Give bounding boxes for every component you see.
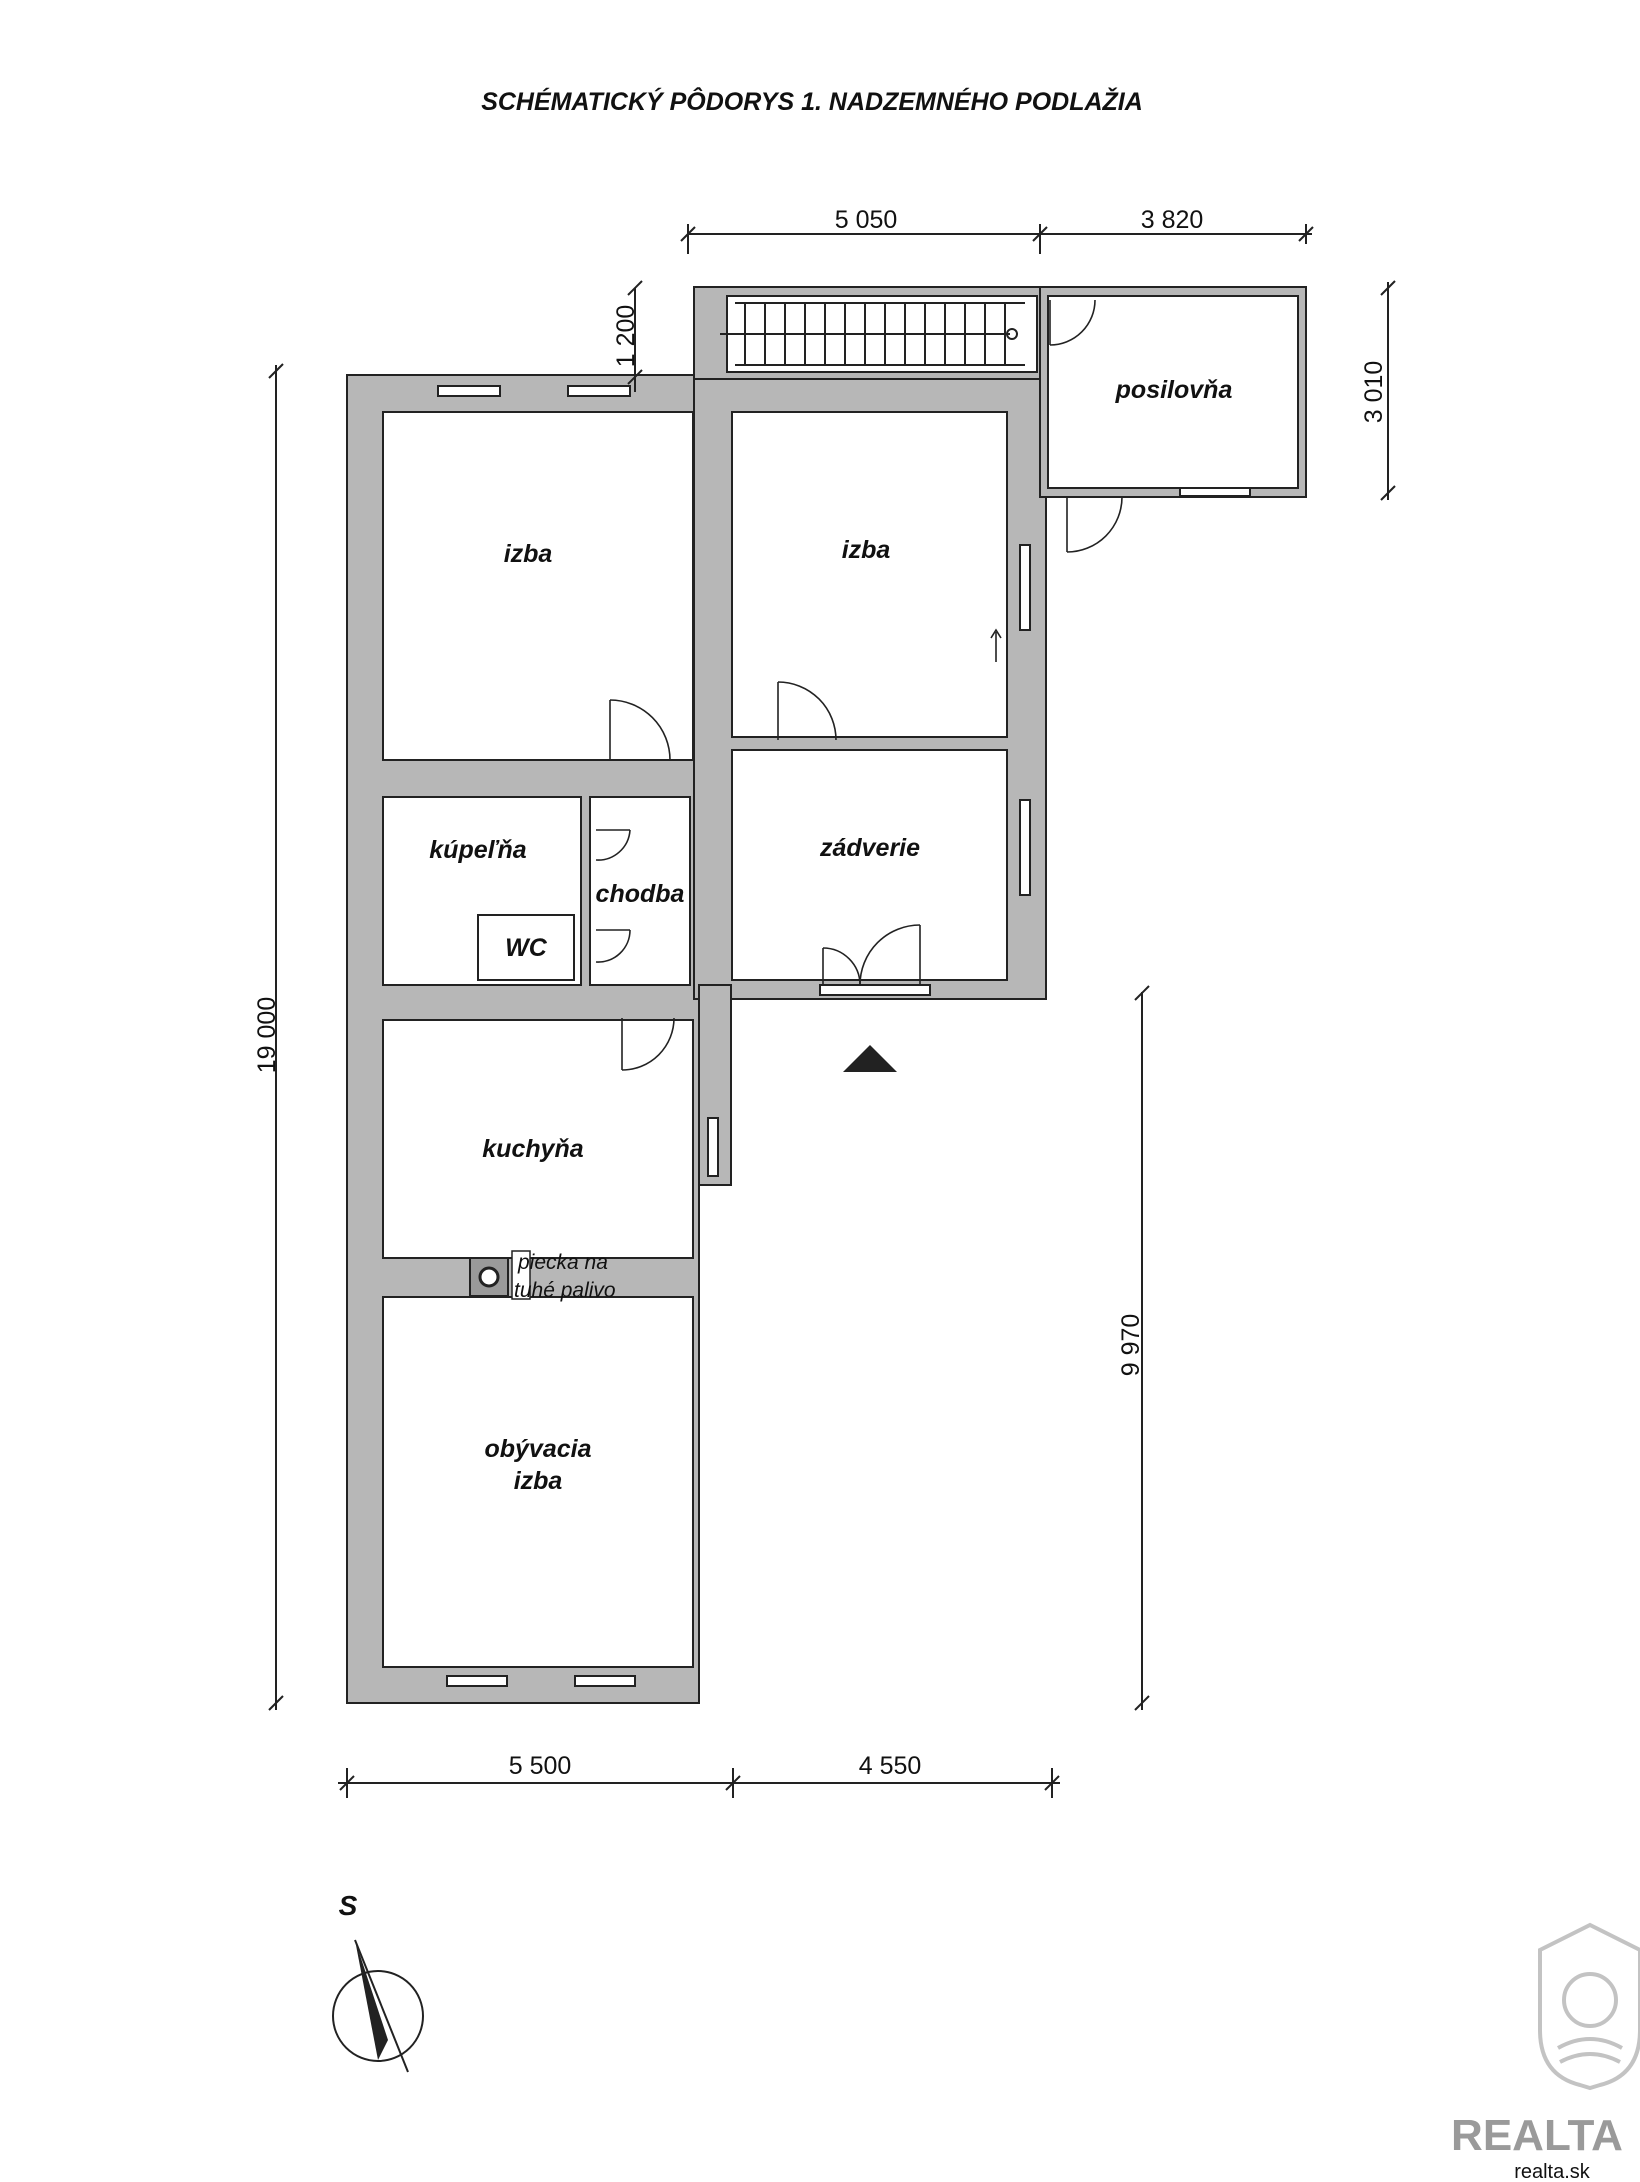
label-zadverie: zádverie [819, 834, 920, 862]
brand-url: realta.sk [1514, 2161, 1591, 2182]
staircase [720, 302, 1025, 366]
dim-bottom-2: 4 550 [859, 1752, 922, 1780]
room-izba-left [382, 411, 694, 761]
room-chodba [589, 796, 691, 986]
dimension-lines [268, 224, 1396, 1798]
dim-top-1: 5 050 [835, 206, 898, 234]
label-izba-left: izba [504, 540, 553, 568]
note-stove-line2: tuhé palivo [514, 1279, 616, 1302]
compass-needle-icon [355, 1940, 388, 2060]
compass-letter: S [339, 1890, 358, 1921]
label-wc: WC [505, 934, 548, 962]
room-labels: izba izba posilovňa kúpeľňa chodba WC zá… [429, 376, 1232, 1495]
dimension-labels: 5 050 3 820 1 200 3 010 19 000 9 970 5 5… [253, 206, 1388, 1780]
plan-title: SCHÉMATICKÝ PÔDORYS 1. NADZEMNÉHO PODLAŽ… [481, 86, 1143, 116]
label-izba-right: izba [842, 536, 891, 564]
doors [595, 299, 1123, 1071]
windows [437, 385, 1251, 1687]
room-izba-right [731, 411, 1008, 738]
dim-bottom-1: 5 500 [509, 1752, 572, 1780]
dim-right-height: 9 970 [1117, 1314, 1145, 1377]
label-obyvacia-line2: izba [514, 1467, 563, 1495]
dim-top-2: 3 820 [1141, 206, 1204, 234]
compass: S [332, 1890, 424, 2073]
brand-name: REALTA [1451, 2111, 1623, 2160]
label-obyvacia-line1: obývacia [484, 1435, 591, 1463]
label-kupelna: kúpeľňa [429, 836, 527, 864]
dim-posilovna-depth: 3 010 [1360, 361, 1388, 424]
room-kuchyna [382, 1019, 694, 1259]
room-interiors [382, 295, 1299, 1668]
label-chodba: chodba [596, 880, 685, 908]
entrance-marker [843, 1045, 897, 1072]
room-posilovna [1047, 295, 1299, 489]
note-stove-line1: piecka na [517, 1251, 608, 1274]
room-obyvacia [382, 1296, 694, 1668]
room-wc [477, 914, 575, 981]
dim-total-height: 19 000 [253, 997, 281, 1073]
label-posilovna: posilovňa [1115, 376, 1233, 404]
room-zadverie [731, 749, 1008, 981]
label-kuchyna: kuchyňa [482, 1135, 584, 1163]
dim-stair-depth: 1 200 [612, 305, 640, 368]
realta-logo [1538, 1922, 1640, 2091]
